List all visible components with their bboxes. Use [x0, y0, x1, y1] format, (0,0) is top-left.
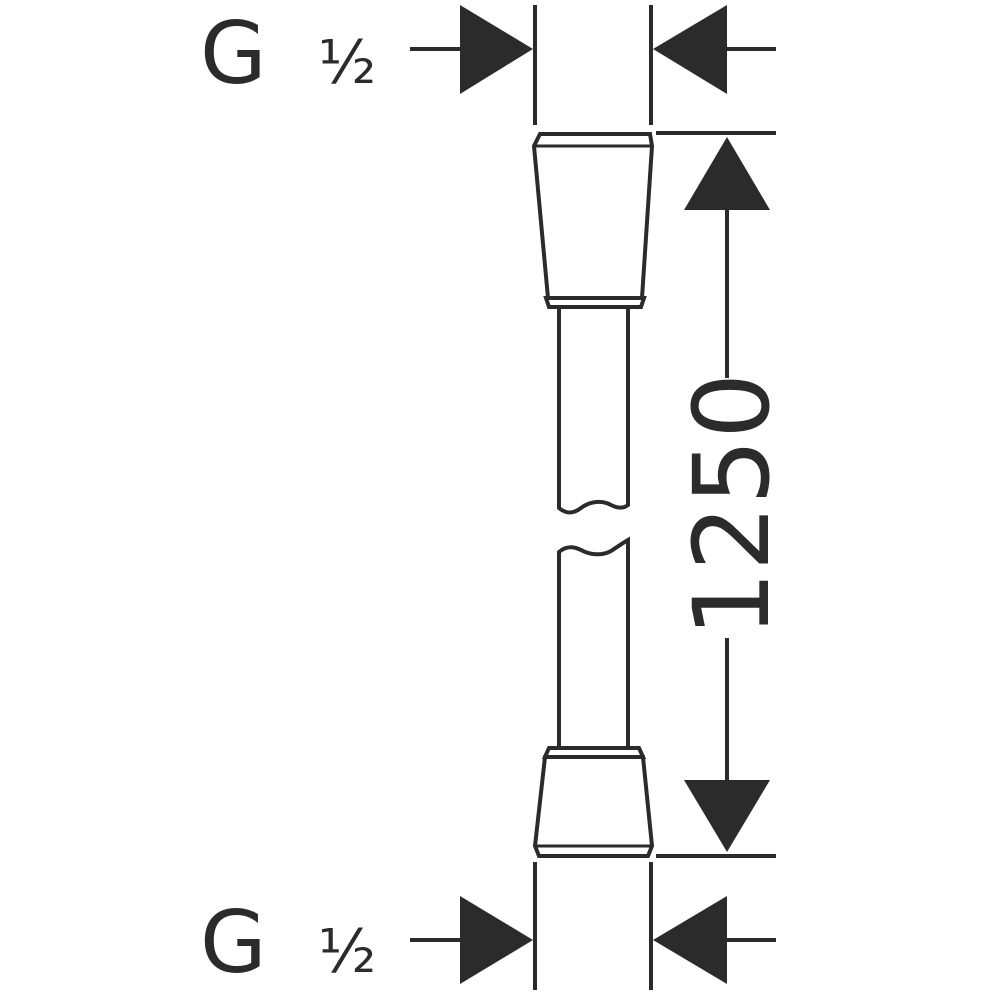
top-arrow-left-pointing: [653, 5, 727, 94]
top-thread-label: G ½: [200, 4, 376, 104]
length-dimension: 1250: [656, 131, 793, 858]
lower-tube: [557, 536, 630, 748]
bottom-thread-label: G ½: [200, 893, 376, 993]
top-nut: [531, 132, 655, 309]
bottom-arrow-left-pointing: [653, 896, 727, 984]
length-value: 1250: [671, 373, 793, 638]
top-thread-letter: G: [200, 4, 267, 104]
bottom-thread-size: ½: [318, 917, 376, 987]
bottom-arrow-right-pointing: [460, 896, 533, 984]
bottom-nut-body: [532, 755, 655, 858]
top-nut-ring: [543, 296, 647, 309]
top-width-dimension: [410, 5, 776, 125]
bottom-width-dimension: [410, 862, 776, 990]
bottom-nut: [532, 746, 655, 858]
top-nut-body: [531, 132, 655, 300]
hose: [531, 132, 655, 858]
upper-tube: [557, 307, 630, 515]
top-arrow-right-pointing: [460, 5, 533, 94]
bottom-thread-letter: G: [200, 893, 267, 993]
length-arrow-up: [684, 137, 770, 210]
length-arrow-down: [684, 780, 770, 852]
top-thread-size: ½: [318, 28, 376, 98]
